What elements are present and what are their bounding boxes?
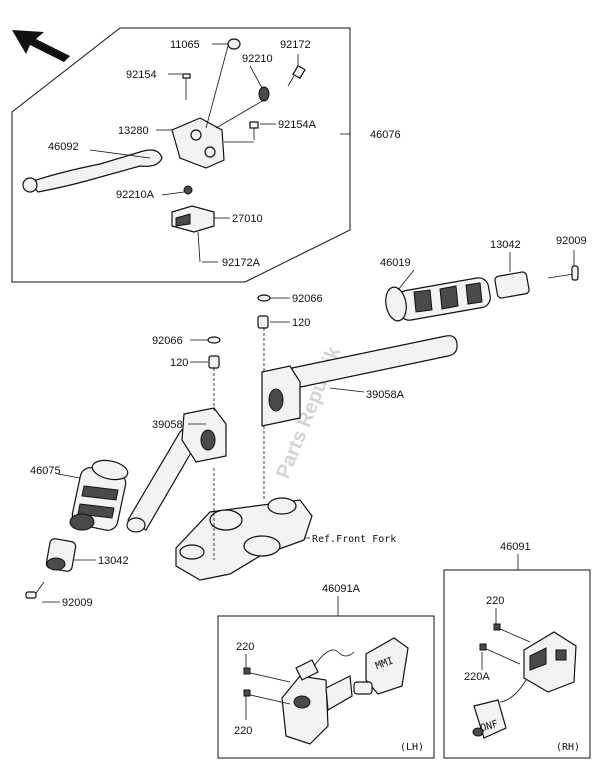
left-grip-46075 (69, 459, 129, 531)
label-92154: 92154 (126, 69, 157, 81)
nut-92210A (183, 185, 193, 195)
label-46092: 46092 (48, 141, 79, 153)
label-46019: 46019 (380, 257, 411, 269)
bolt-120-a (257, 315, 269, 329)
label-92210: 92210 (242, 53, 273, 65)
bolt-120-b (208, 355, 220, 369)
label-92210A: 92210A (116, 189, 155, 201)
label-120-a: 120 (292, 317, 310, 329)
lh-switch-frame (217, 615, 435, 759)
lever-bracket (171, 117, 225, 169)
rh-handlebar-switch: ONF (472, 631, 577, 739)
label-92009-bottom: 92009 (62, 597, 93, 609)
lever-assembly-frame (11, 27, 351, 283)
leader-lines-lever (89, 43, 350, 263)
label-13042-bottom: 13042 (98, 555, 129, 567)
washer-92210 (258, 86, 270, 102)
right-throttle-grip (385, 277, 491, 322)
cap-11065 (227, 38, 241, 50)
label-39058: 39058 (152, 419, 183, 431)
label-92172: 92172 (280, 39, 311, 51)
label-46091: 46091 (500, 541, 531, 553)
label-46091A: 46091A (322, 583, 361, 595)
clutch-lever (22, 149, 163, 193)
label-lh: (LH) (400, 742, 424, 753)
screw-92172 (287, 64, 306, 87)
label-92154A: 92154A (278, 119, 317, 131)
lh-handlebar-switch: MMI (281, 637, 409, 745)
label-220A: 220A (464, 671, 490, 683)
lh-screws (243, 667, 291, 705)
label-92009-top: 92009 (556, 235, 587, 247)
washer-92066-b (207, 336, 221, 344)
direction-arrow-icon (12, 30, 70, 62)
svg-text:ONF: ONF (479, 719, 499, 735)
label-13280: 13280 (118, 125, 149, 137)
bar-end-weight-bottom (45, 538, 77, 572)
label-92172A: 92172A (222, 257, 261, 269)
bar-end-screw-top (547, 265, 579, 281)
label-39058A: 39058A (366, 389, 405, 401)
label-220-lh-top: 220 (236, 641, 254, 653)
label-220-lh-bottom: 220 (234, 725, 252, 737)
washer-92066-a (257, 294, 271, 302)
label-220-rh: 220 (486, 595, 504, 607)
bolt-92154 (182, 73, 191, 100)
left-handlebar-39058 (126, 407, 227, 533)
label-11065: 11065 (170, 39, 200, 51)
label-46076: 46076 (370, 129, 401, 141)
label-120-b: 120 (170, 357, 188, 369)
right-handlebar-39058A (261, 335, 458, 427)
bar-end-weight-top (494, 271, 530, 299)
rh-screws (479, 623, 531, 665)
label-46075: 46075 (30, 465, 61, 477)
label-13042-top: 13042 (490, 239, 521, 251)
label-rh: (RH) (556, 742, 580, 753)
label-ref-front-fork: Ref.Front Fork (312, 534, 396, 545)
label-27010: 27010 (232, 213, 263, 225)
upper-triple-clamp (175, 426, 313, 581)
switch-27010 (171, 205, 215, 233)
bolt-92154A (249, 121, 259, 140)
rh-switch-frame (443, 569, 591, 759)
bar-end-screw-bottom (25, 581, 45, 599)
label-92066-b: 92066 (152, 335, 183, 347)
label-92066-a: 92066 (292, 293, 323, 305)
